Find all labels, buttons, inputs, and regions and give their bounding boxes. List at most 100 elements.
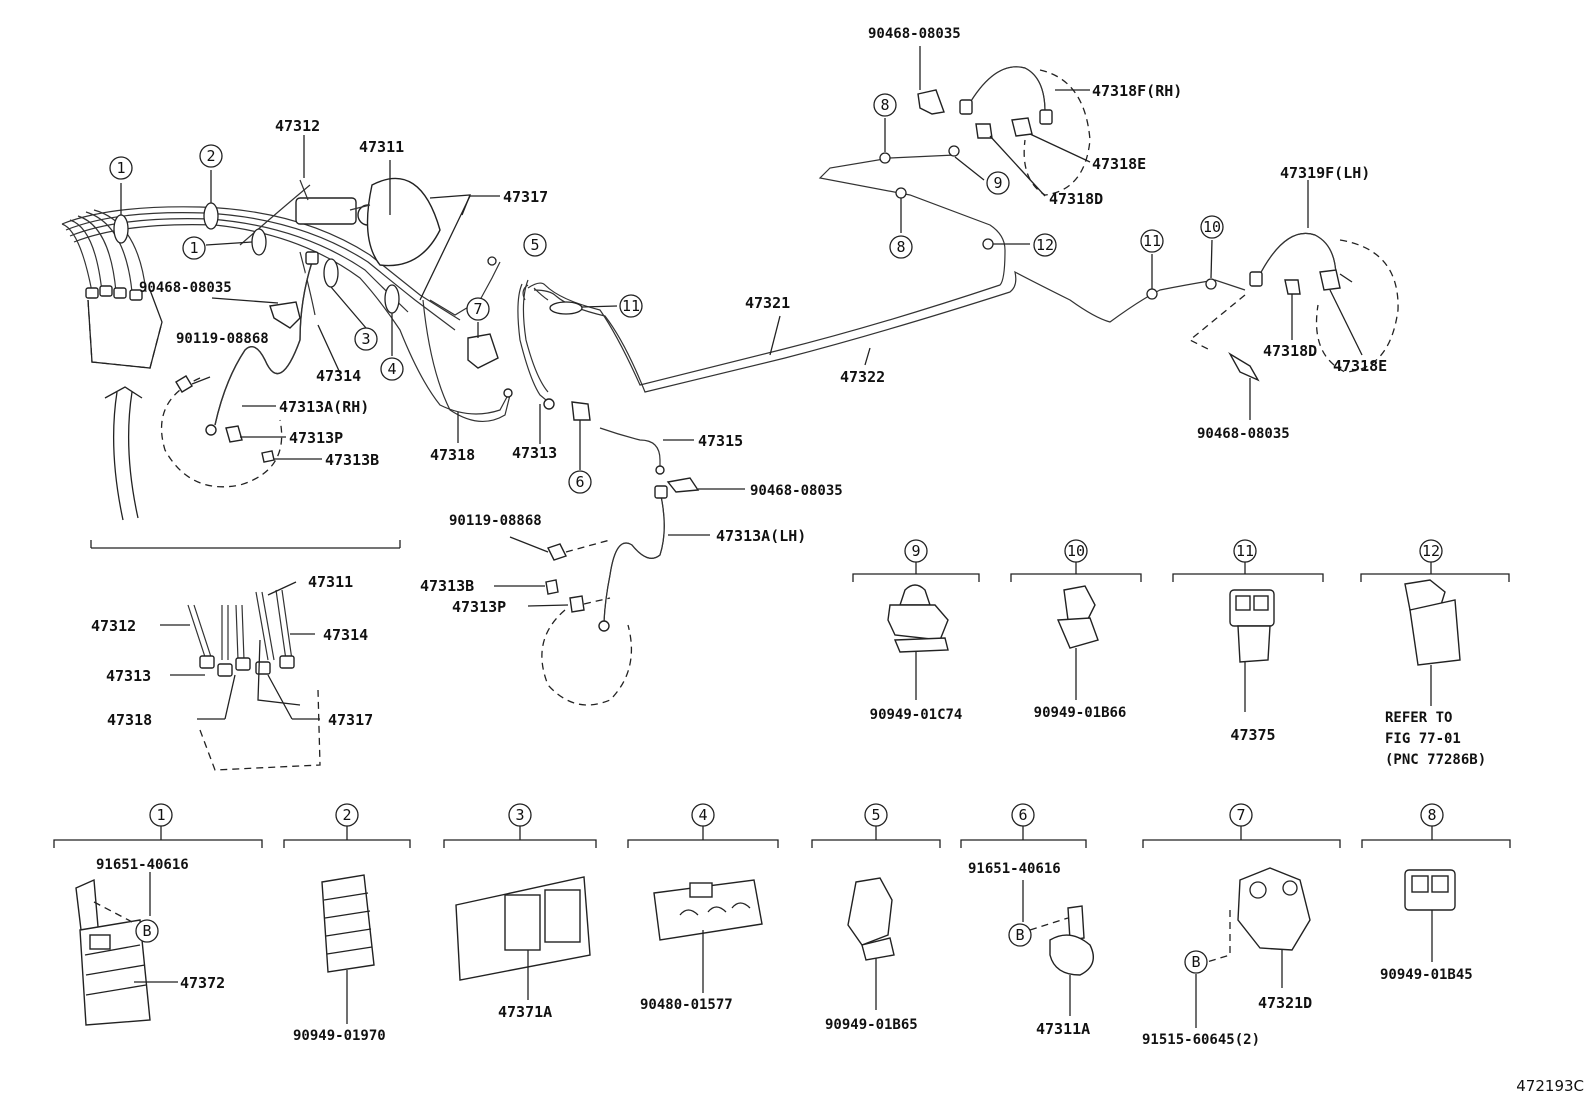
bottom-4-part: 90480-01577 (640, 997, 733, 1013)
inset-label-47314: 47314 (323, 626, 368, 644)
clamp-oval-4 (384, 284, 400, 314)
clip-11-part: 47375 (1230, 726, 1275, 744)
label-47313p: 47313P (289, 429, 343, 447)
clip-10-part: 90949-01B66 (1034, 705, 1127, 721)
callout-circle (1420, 803, 1444, 827)
callout-10: 10 (1203, 218, 1221, 236)
callout-circle (1200, 215, 1224, 239)
label-47318d-rear: 47318D (1263, 342, 1317, 360)
clip-12-refer: REFER TO (1385, 710, 1452, 726)
clip-10-number: 10 (1067, 542, 1085, 560)
main-pipe-bundle (61, 184, 509, 415)
callout-circle (986, 171, 1010, 195)
callout-circle (508, 803, 532, 827)
label-47313p-lh: 47313P (452, 598, 506, 616)
clip-9-part: 90949-01C74 (870, 707, 963, 723)
bottom-1-b: B (142, 922, 151, 940)
callout-5: 5 (530, 236, 539, 254)
bottom-clip-8-drawing (1404, 869, 1456, 962)
inset-label-47312: 47312 (91, 617, 136, 635)
brake-master-cylinder (295, 177, 471, 267)
label-47319f-lh: 47319F(LH) (1280, 164, 1370, 182)
callout-circle (619, 294, 643, 318)
callout-circle (354, 327, 378, 351)
rear-hose-rh (917, 46, 1091, 197)
inset-label-47311: 47311 (308, 573, 353, 591)
callout-6: 6 (575, 473, 584, 491)
clamp-oval-1 (113, 214, 129, 244)
figure-id: 472193C (1516, 1077, 1584, 1095)
label-47313: 47313 (512, 444, 557, 462)
clamp-oval-11 (549, 301, 583, 315)
bottom-clip-7-drawing (1195, 867, 1311, 1028)
inset-label-47318: 47318 (107, 711, 152, 729)
bottom-7-part: 47321D (1258, 994, 1312, 1012)
callout-circle (691, 803, 715, 827)
callout-circle (1064, 539, 1088, 563)
bottom-8-part: 90949-01B45 (1380, 967, 1473, 983)
bottom-clip-6-drawing (1022, 880, 1094, 1016)
rear-hose-lh (1188, 180, 1399, 420)
bottom-1-number: 1 (156, 806, 165, 824)
bottom-7-part2: 91515-60645(2) (1142, 1032, 1260, 1048)
bottom-3-part: 47371A (498, 1003, 552, 1021)
inset-label-47317: 47317 (328, 711, 373, 729)
bottom-6-top: 91651-40616 (968, 861, 1061, 877)
callout-3: 3 (361, 330, 370, 348)
label-47313a-rh: 47313A(RH) (279, 398, 369, 416)
label-47322: 47322 (840, 368, 885, 386)
flex-hose-lh (494, 477, 745, 706)
bottom-6-part: 47311A (1036, 1020, 1090, 1038)
label-47318e-rear: 47318E (1333, 357, 1387, 375)
callout-circle (1229, 803, 1253, 827)
label-47314: 47314 (316, 367, 361, 385)
clip-6-part (571, 401, 591, 421)
clip-10-drawing (1056, 585, 1099, 700)
bottom-1-top: 91651-40616 (96, 857, 189, 873)
label-47312: 47312 (275, 117, 320, 135)
callout-8a: 8 (880, 96, 889, 114)
label-47313b: 47313B (325, 451, 379, 469)
callout-circle (1008, 923, 1032, 947)
bottom-clip-4-drawing (653, 879, 763, 993)
callout-1b: 1 (189, 239, 198, 257)
label-47318: 47318 (430, 446, 475, 464)
callout-circle (889, 235, 913, 259)
clip-12-drawing (1404, 579, 1461, 706)
clip-9-drawing (887, 584, 949, 700)
label-47318f-rh: 47318F(RH) (1092, 82, 1182, 100)
callout-circle (335, 803, 359, 827)
label-90119-left: 90119-08868 (176, 331, 269, 347)
clip-11-drawing (1229, 589, 1275, 712)
leaders-rear (884, 118, 1213, 289)
label-47318e-top: 47318E (1092, 155, 1146, 173)
callout-circle (864, 803, 888, 827)
pipes-47318-47313 (422, 279, 694, 475)
clamp-oval-2 (203, 202, 219, 230)
callout-4: 4 (387, 360, 396, 378)
callout-circles (109, 93, 1444, 974)
clip-detail-bracket-lines (852, 562, 1510, 582)
bottom-3-number: 3 (515, 806, 524, 824)
callout-11a: 11 (622, 297, 640, 315)
up-arrow (104, 386, 143, 521)
callout-9: 9 (993, 174, 1002, 192)
callout-circle (149, 803, 173, 827)
bottom-clip-5-drawing (847, 877, 895, 1010)
leaders-left (120, 135, 500, 374)
clip-11-number: 11 (1236, 542, 1254, 560)
label-90468-top: 90468-08035 (868, 26, 961, 42)
clip-12-number: 12 (1422, 542, 1440, 560)
label-47318d-top: 47318D (1049, 190, 1103, 208)
label-90119-lh: 90119-08868 (449, 513, 542, 529)
clip-7-part (467, 322, 499, 369)
callout-circle (466, 297, 490, 321)
bracket-left (269, 301, 301, 329)
bottom-7-number: 7 (1236, 806, 1245, 824)
rear-brake-pipes (522, 145, 1246, 393)
bottom-clip-2-drawing (321, 874, 375, 1024)
bottom-6-number: 6 (1018, 806, 1027, 824)
bottom-4-number: 4 (698, 806, 707, 824)
